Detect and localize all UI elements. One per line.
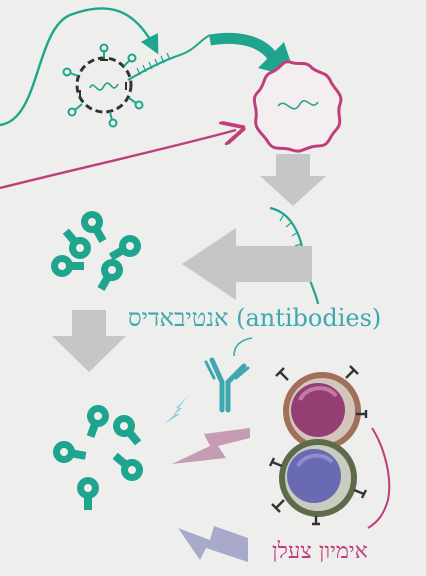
arrow-left: [182, 228, 312, 300]
protein-cluster-bottom: [51, 402, 147, 510]
immune-cells-label: אימיון צעלן: [272, 538, 368, 564]
bolt-light-blue-icon: [164, 396, 188, 424]
signal-path-line: [0, 130, 236, 188]
arrow-down-left: [52, 310, 126, 372]
antibody-icon: [206, 360, 248, 410]
antibody-label-pointer: [234, 338, 252, 356]
immune-cell-bottom-icon: [270, 442, 366, 524]
virus-icon: [64, 45, 143, 127]
protein-cluster-top: [51, 207, 145, 295]
antibodies-label: אנטיבאדיס (antibodies): [128, 304, 381, 333]
bolt-lavender-icon: [178, 526, 248, 562]
immune-label-pointer: [368, 428, 389, 528]
arrow-down-right: [260, 154, 326, 206]
bolt-pink-icon: [172, 428, 250, 464]
